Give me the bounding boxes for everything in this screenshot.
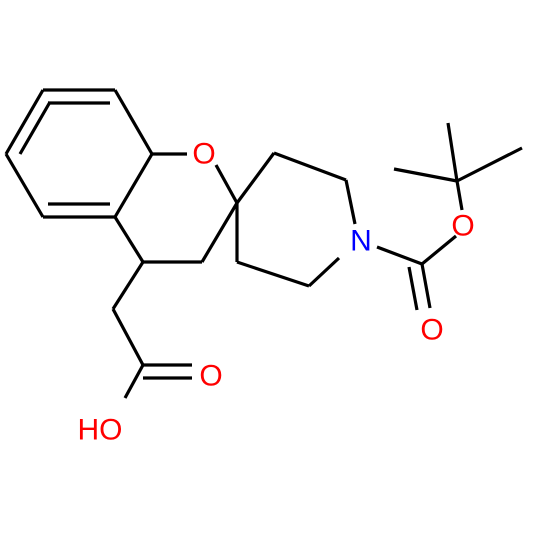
bond	[407, 266, 419, 311]
bond	[111, 261, 145, 310]
atom-label-nitrogen: N	[350, 225, 372, 258]
bond	[455, 180, 464, 211]
bond	[376, 245, 423, 266]
bond	[113, 153, 154, 218]
bond	[113, 89, 154, 155]
atom-label-hydroxyl: HO	[78, 414, 123, 447]
bond	[214, 164, 239, 204]
bond	[4, 153, 45, 218]
atom-labels: O N O O O HO	[78, 138, 475, 447]
atom-label-oxygen: O	[199, 360, 222, 393]
bond	[420, 263, 432, 309]
bond	[113, 216, 145, 263]
bond	[344, 179, 357, 225]
bond-lines	[4, 88, 523, 399]
bond	[200, 202, 239, 263]
bond	[111, 308, 145, 366]
bond	[273, 151, 347, 182]
bond	[456, 146, 523, 183]
atom-label-oxygen: O	[451, 210, 474, 243]
bond	[18, 101, 52, 155]
bond	[123, 364, 145, 399]
atom-label-oxygen: O	[420, 314, 443, 347]
bond	[4, 89, 45, 155]
bond	[236, 260, 310, 288]
bond	[393, 167, 458, 183]
bond	[307, 256, 341, 288]
atom-label-oxygen: O	[192, 138, 215, 171]
bond	[446, 122, 459, 182]
bond	[420, 234, 458, 266]
bond	[235, 152, 276, 204]
